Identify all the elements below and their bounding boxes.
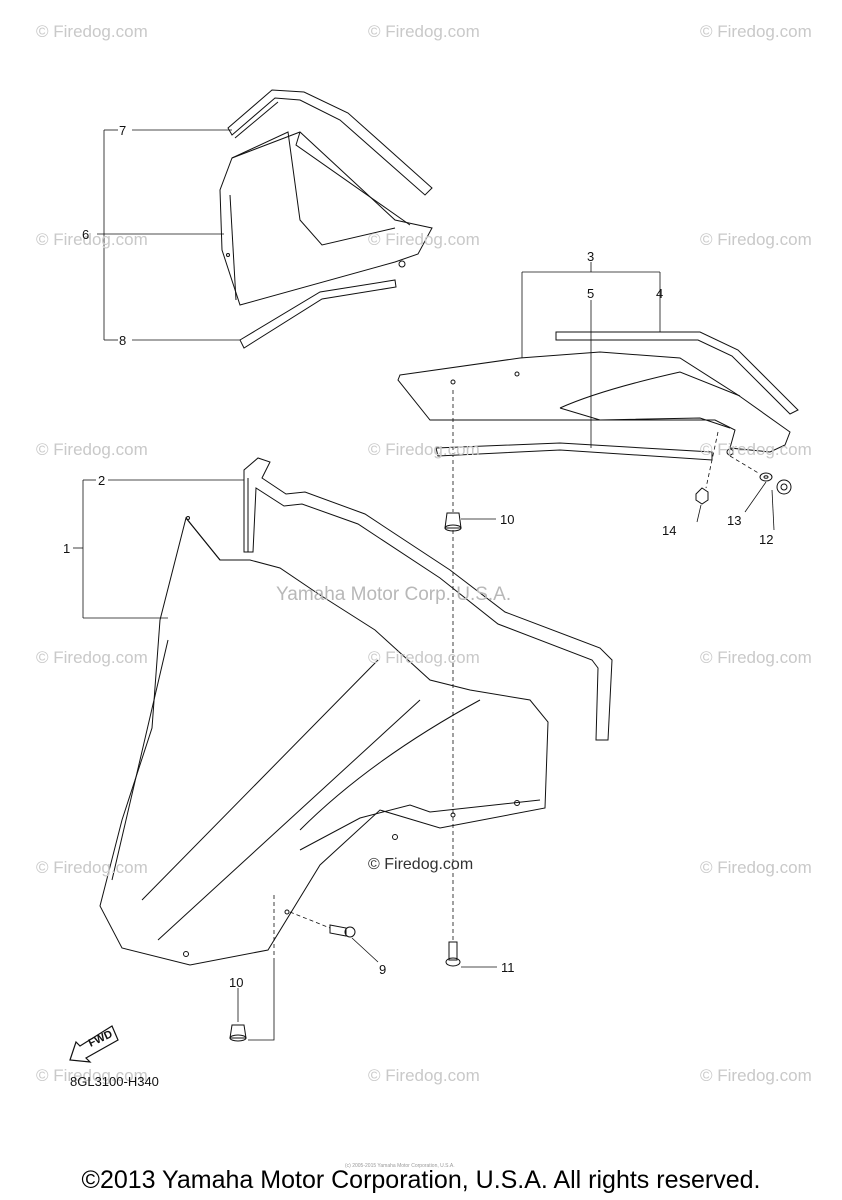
watermark: © Firedog.com [36,230,148,249]
watermark: © Firedog.com [368,440,480,459]
callout-7: 7 [119,123,127,138]
watermark: © Firedog.com [700,440,812,459]
callout-2: 2 [98,473,106,488]
callout-10-lower: 10 [229,975,244,990]
callout-5: 5 [587,286,595,301]
callout-10-upper: 10 [500,512,515,527]
callout-12: 12 [759,532,774,547]
part-14-nut [695,487,709,505]
part-12-screw [776,479,792,495]
leader-lines [73,129,775,1022]
part-10-grommet-upper [444,512,462,532]
part-2-seal-strip [243,457,613,741]
copyright-footer: ©2013 Yamaha Motor Corporation, U.S.A. A… [81,1166,761,1194]
fwd-arrow-icon [69,1025,119,1063]
part-6-cover [219,131,433,306]
part-11-screw [445,941,461,967]
tiny-copyright-notice: (c) 2005-2015 Yamaha Motor Corporation, … [345,1163,455,1169]
part-10-grommet-lower [229,1024,247,1042]
part-4-seal-strip [555,331,799,415]
inner-watermark: © Firedog.com [368,856,474,873]
callout-1: 1 [63,541,71,556]
watermark: © Firedog.com [368,648,480,667]
callout-6: 6 [82,227,90,242]
watermark: © Firedog.com [36,440,148,459]
watermark: © Firedog.com [36,1066,148,1085]
assembly-line-solid [248,958,275,1041]
part-13-washer [759,472,773,482]
watermark: © Firedog.com [700,858,812,877]
part-7-seal-strip [227,89,433,196]
callout-4: 4 [656,286,664,301]
callout-13: 13 [727,513,742,528]
part-3-panel [397,351,791,456]
watermark: © Firedog.com [36,858,148,877]
watermark: © Firedog.com [700,22,812,41]
callout-9: 9 [379,962,387,977]
part-8-seal-strip [239,279,397,349]
callout-8: 8 [119,333,127,348]
part-9-screw [329,924,356,938]
watermark: © Firedog.com [368,22,480,41]
watermark: © Firedog.com [36,648,148,667]
callout-11: 11 [501,960,515,975]
diagram-code: 8GL3100-H340 [70,1074,159,1089]
watermark: © Firedog.com [700,230,812,249]
watermark: © Firedog.com [368,230,480,249]
part-1-windshield [99,516,549,966]
watermark: © Firedog.com [700,1066,812,1085]
watermark: © Firedog.com [368,1066,480,1085]
watermark: © Firedog.com [700,648,812,667]
callout-14: 14 [662,523,677,538]
watermark: © Firedog.com [36,22,148,41]
center-watermark: Yamaha Motor Corp. U.S.A. [276,584,512,605]
callout-3: 3 [587,249,595,264]
assembly-lines [273,390,761,958]
